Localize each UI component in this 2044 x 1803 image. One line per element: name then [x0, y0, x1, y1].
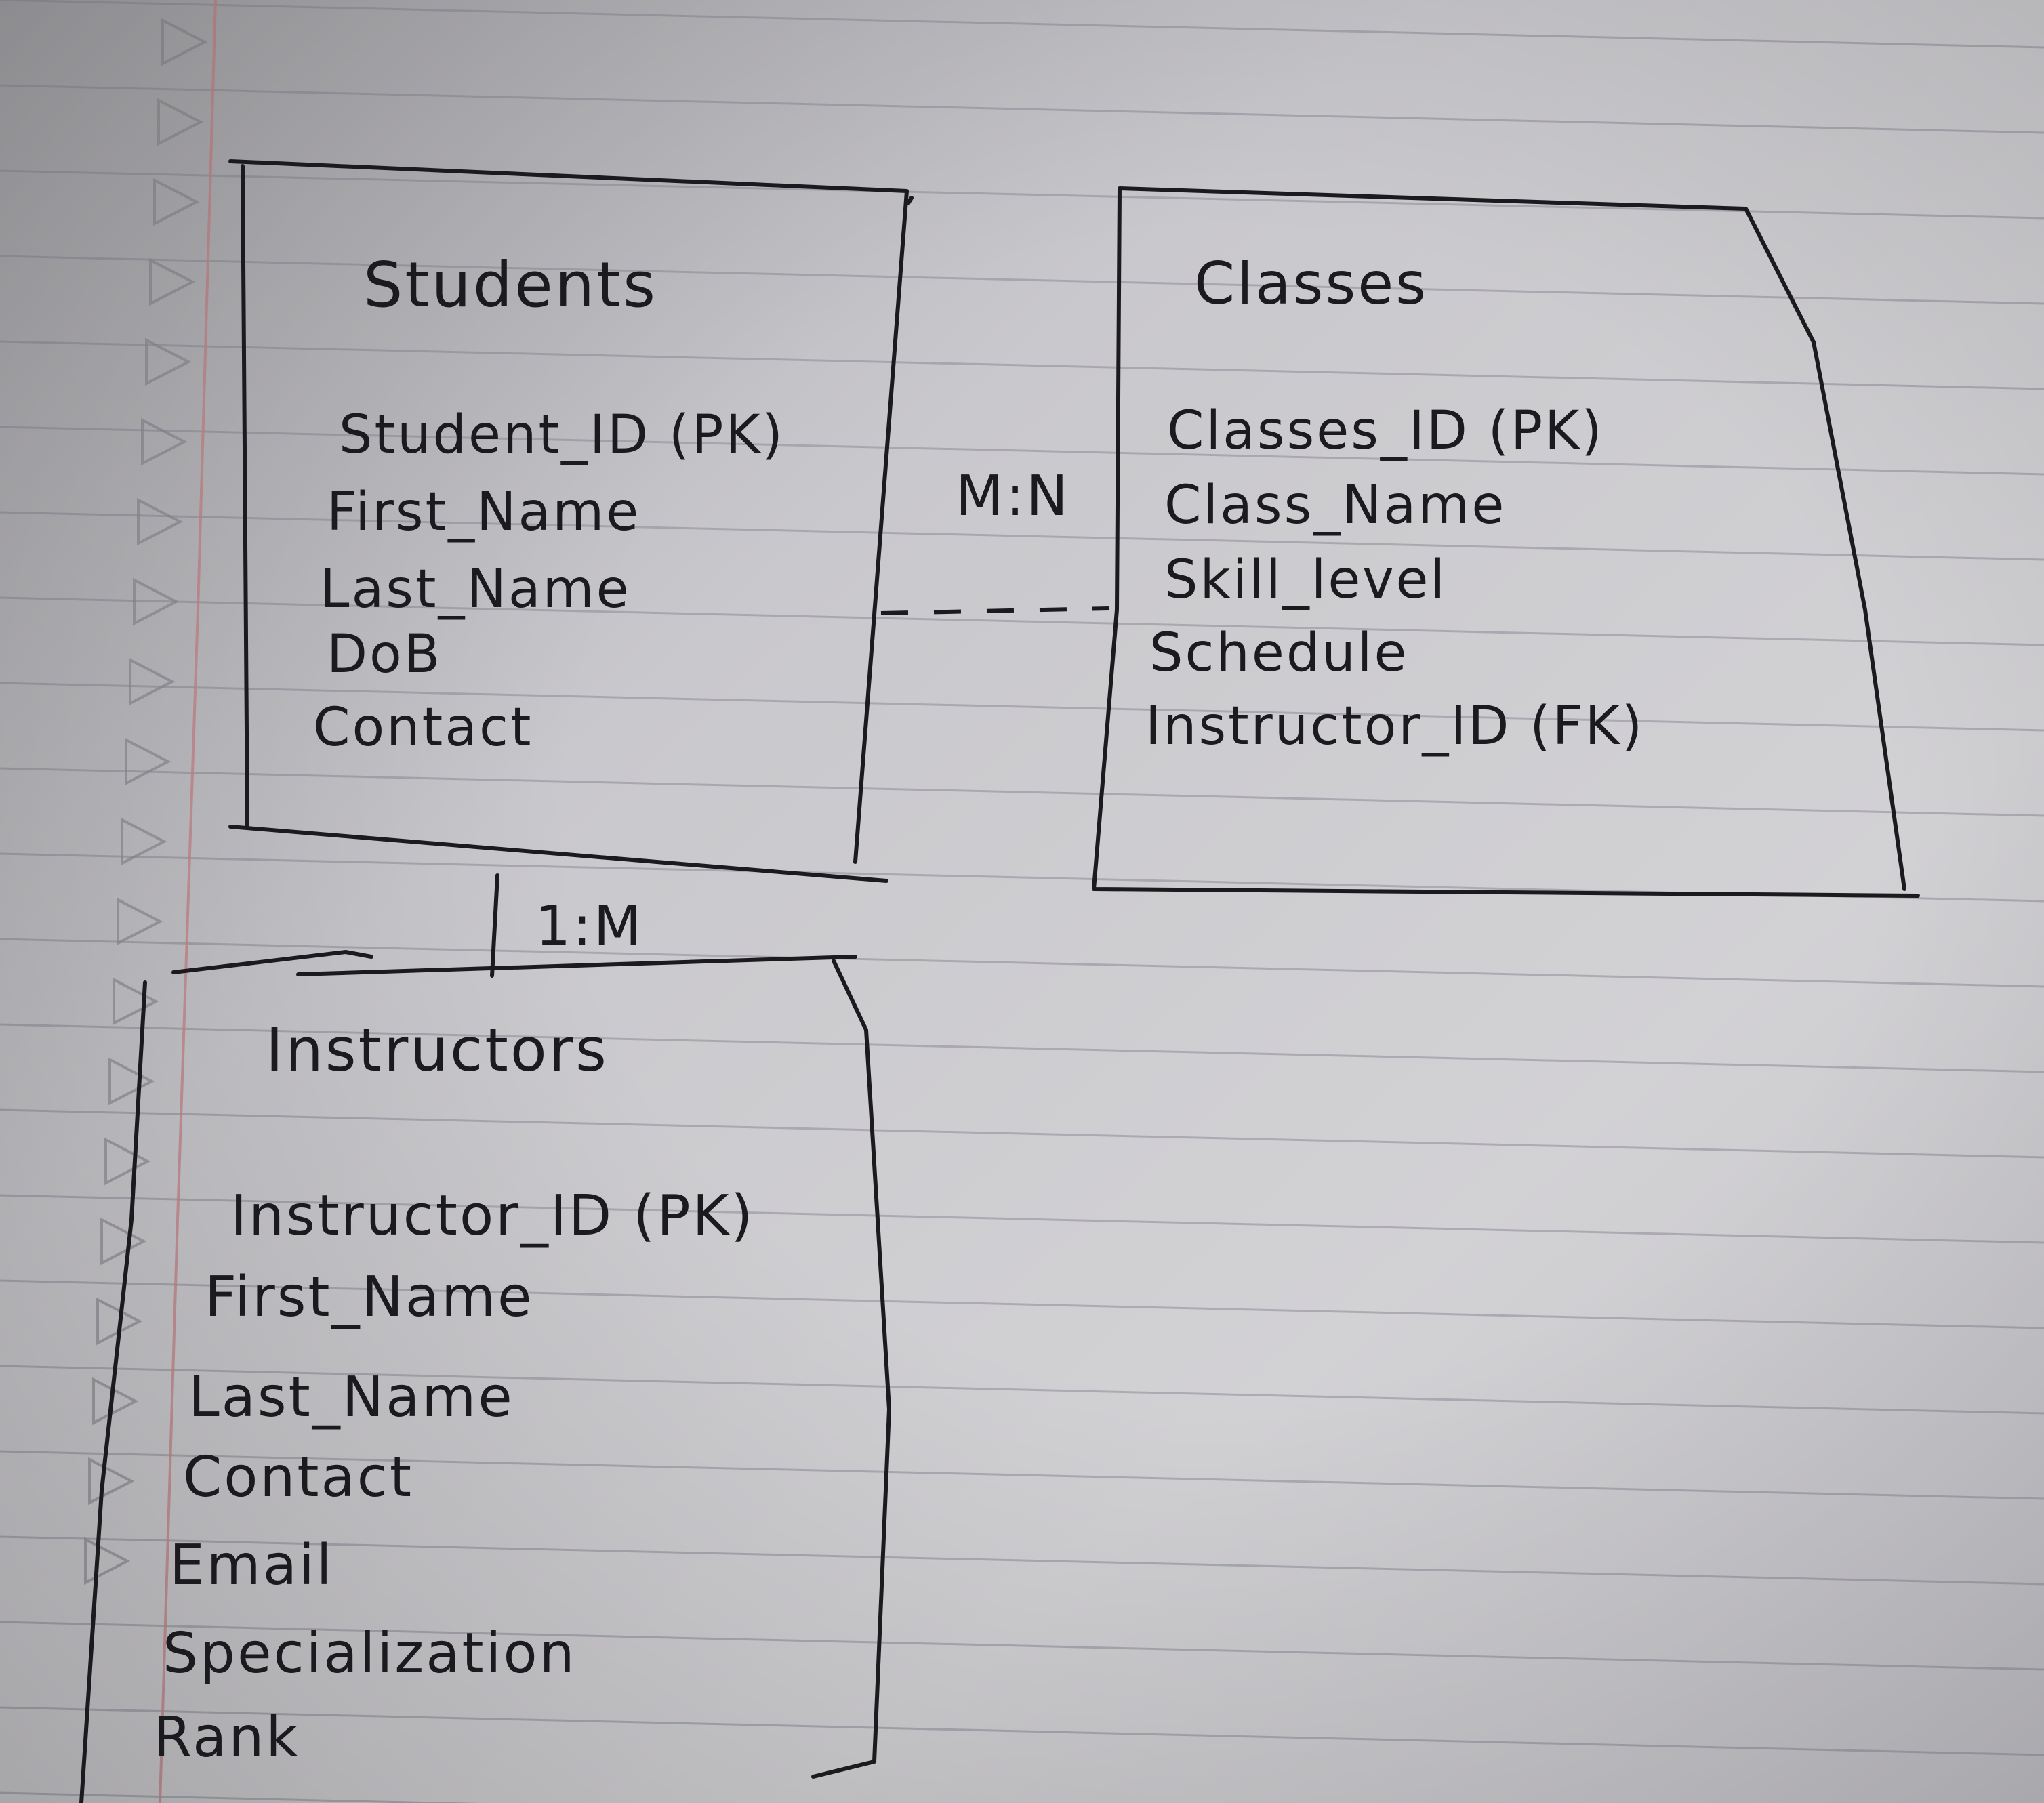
students-entity: Students Student_ID (PK) First_Name Last…	[228, 159, 914, 883]
classes-field: Class_Name	[1164, 475, 1506, 536]
classes-title: Classes	[1194, 250, 1428, 318]
instructors-field: Specialization	[163, 1621, 577, 1686]
relationship-cardinality-label: M:N	[956, 464, 1070, 529]
relationship-line	[490, 873, 499, 978]
students-field: DoB	[327, 624, 442, 685]
relationship-cardinality-label: 1:M	[535, 894, 644, 959]
instructors-field: First_Name	[205, 1265, 533, 1329]
students-instructors-relationship: 1:M	[490, 873, 644, 978]
students-field: Student_ID (PK)	[339, 405, 785, 465]
classes-field: Skill_level	[1164, 550, 1447, 610]
instructors-field: Contact	[183, 1445, 413, 1510]
classes-field: Instructor_ID (FK)	[1145, 696, 1644, 757]
instructors-field: Email	[169, 1533, 334, 1598]
relationship-dashed-line	[880, 606, 1109, 615]
classes-field: Schedule	[1149, 623, 1408, 684]
instructors-entity: Instructors Instructor_ID (PK) First_Nam…	[79, 950, 891, 1803]
students-field: Contact	[313, 697, 533, 758]
instructors-box	[79, 950, 891, 1803]
instructors-field: Rank	[153, 1705, 300, 1770]
instructors-field: Instructor_ID (PK)	[230, 1184, 754, 1248]
classes-field: Classes_ID (PK)	[1167, 400, 1604, 461]
classes-box	[1092, 186, 1920, 898]
students-field: First_Name	[327, 482, 640, 543]
students-title: Students	[363, 249, 657, 321]
students-classes-relationship: M:N	[880, 464, 1109, 615]
students-field: Last_Name	[320, 559, 631, 620]
instructors-title: Instructors	[266, 1015, 609, 1085]
students-box	[228, 159, 914, 883]
instructors-field: Last_Name	[188, 1365, 514, 1430]
classes-entity: Classes Classes_ID (PK) Class_Name Skill…	[1092, 186, 1920, 898]
